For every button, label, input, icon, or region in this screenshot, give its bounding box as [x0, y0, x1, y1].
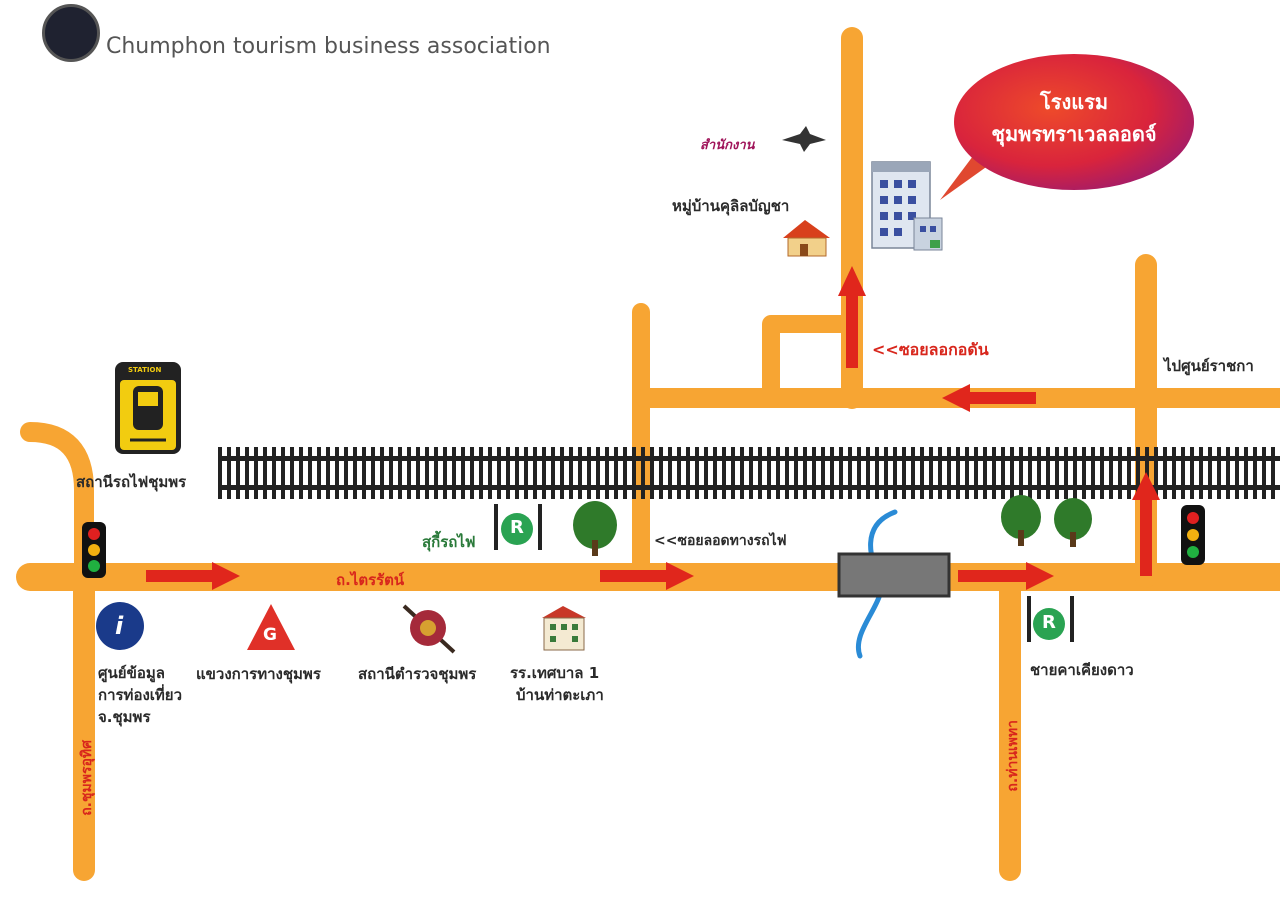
police-icon — [402, 604, 456, 654]
station-label: สถานีรถไฟชุมพร — [76, 473, 187, 491]
brand-wordmark: สำนักงาน — [700, 138, 755, 153]
school-icon — [542, 606, 586, 651]
traffic-light-left — [82, 522, 106, 578]
arrow-right-2 — [600, 562, 694, 590]
tree-icon — [573, 501, 617, 556]
soi-top-label: <<ซอยลอกอดัน — [872, 340, 989, 359]
school-label: รร.เทศบาล 1 บ้านท่าตะเภา — [510, 662, 604, 706]
hotel-name-line2: ชุมพรทราเวลลอดจ์ — [991, 122, 1157, 146]
bridge — [837, 552, 951, 598]
arrow-right-3 — [958, 562, 1054, 590]
restaurant-r-letter-2: R — [1042, 612, 1056, 633]
arrow-right-1 — [146, 562, 240, 590]
village-label: หมู่บ้านคุลิลบัญชา — [672, 197, 790, 215]
village-house-icon — [783, 220, 830, 257]
highway-letter: G — [263, 625, 277, 645]
info-letter: i — [115, 612, 124, 640]
station-sign-text: STATION — [128, 366, 162, 374]
main-road-label: ถ.ไตรรัตน์ — [336, 571, 405, 589]
header-title: Chumphon tourism business association — [106, 34, 551, 59]
right-road-label: ถ.ท่านเพทา — [1005, 720, 1021, 792]
restaurant-icon-1 — [494, 504, 542, 550]
arrow-up-hotel — [838, 266, 866, 368]
info-line-1: ศูนย์ข้อมูล — [98, 664, 165, 682]
association-logo — [42, 4, 100, 62]
police-station-label: สถานีตำรวจชุมพร — [358, 665, 477, 683]
direction-arrows — [146, 266, 1160, 590]
restaurant-1-label: สุกี้รถไฟ — [422, 533, 476, 551]
hotel-building-icon — [871, 161, 943, 251]
highway-office-label: แขวงการทางชุมพร — [196, 665, 321, 683]
train-station-icon — [115, 362, 181, 454]
info-line-3: จ.ชุมพร — [98, 708, 151, 726]
hotel-name-line1: โรงแรม — [1039, 90, 1109, 114]
info-center-label: ศูนย์ข้อมูล การท่องเที่ยว จ.ชุมพร — [98, 662, 182, 728]
hotel-name: โรงแรม ชุมพรทราเวลลอดจ์ — [960, 86, 1188, 150]
highway-icon — [247, 604, 295, 650]
tree-icon — [1054, 498, 1092, 547]
traffic-light-right — [1181, 505, 1205, 565]
info-line-2: การท่องเที่ยว — [98, 686, 183, 704]
restaurant-icon-2 — [1027, 596, 1074, 642]
to-government-center-label: ไปศูนย์ราชกา — [1164, 357, 1254, 375]
info-icon — [96, 602, 144, 650]
road-jog — [636, 315, 861, 407]
airplane-icon — [782, 126, 826, 152]
soi-tunnel-label: <<ซอยลอดทางรถไฟ — [654, 533, 787, 549]
arrow-left-upper — [942, 384, 1036, 412]
railway — [218, 447, 1280, 499]
hotel-bubble — [940, 54, 1194, 200]
arrow-up-right — [1132, 472, 1160, 576]
school-line-2: บ้านท่าตะเภา — [516, 686, 604, 704]
left-road-label: ถ.ชุมพรอุทิศ — [79, 740, 95, 816]
road-left-curve — [20, 422, 94, 587]
restaurant-r-letter-1: R — [510, 517, 524, 538]
restaurant-2-label: ชายคาเคียงดาว — [1030, 661, 1134, 679]
school-line-1: รร.เทศบาล 1 — [510, 664, 600, 682]
tree-icon — [1001, 495, 1041, 546]
